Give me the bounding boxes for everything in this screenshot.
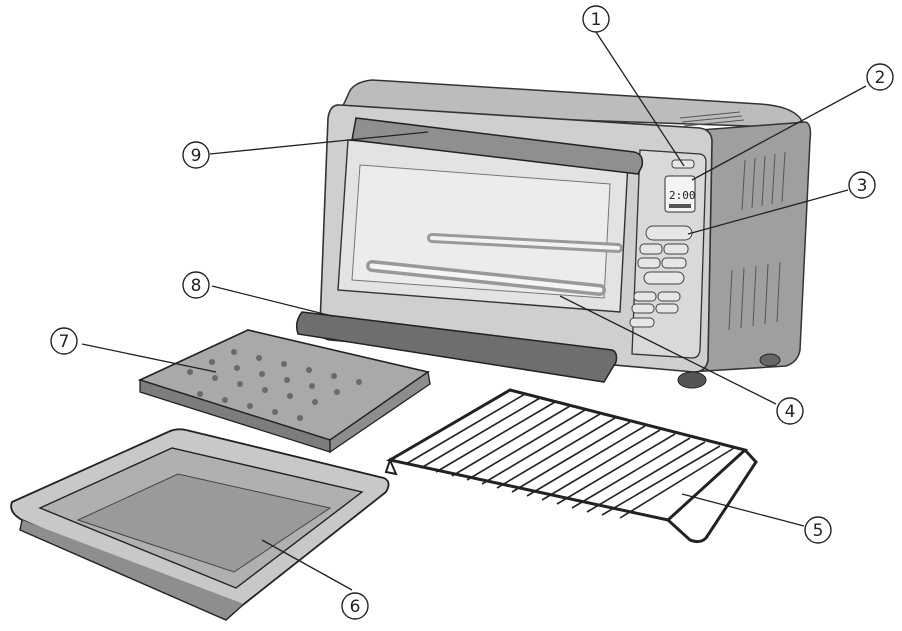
- callout-7: 7: [50, 327, 78, 355]
- svg-text:5: 5: [813, 521, 824, 541]
- svg-text:6: 6: [350, 597, 361, 617]
- control-buttons: [629, 159, 695, 328]
- leader-line-3: [687, 189, 849, 235]
- callout-1: 1: [582, 5, 610, 33]
- crumb-tray: [295, 311, 618, 383]
- leader-lines: [81, 31, 867, 591]
- svg-text:8: 8: [191, 276, 202, 296]
- oven-foot-right: [677, 371, 707, 389]
- callout-9: 9: [182, 141, 210, 169]
- svg-text:3: 3: [857, 176, 868, 196]
- svg-text:1: 1: [591, 10, 602, 30]
- svg-text:7: 7: [59, 332, 70, 352]
- callout-8: 8: [182, 271, 210, 299]
- side-vents: [728, 151, 786, 331]
- leader-line-9: [209, 131, 429, 155]
- baking-pan: [10, 428, 390, 621]
- display-time: 2:00: [669, 189, 696, 202]
- svg-text:4: 4: [785, 402, 796, 422]
- wire-rack: [384, 388, 758, 544]
- top-vent: [679, 111, 745, 127]
- leader-line-1: [595, 31, 685, 167]
- leader-line-5: [681, 493, 805, 527]
- broil-rack: [137, 329, 431, 454]
- leader-line-6: [261, 539, 353, 591]
- leader-line-7: [81, 343, 217, 373]
- oven-right-side: [689, 121, 812, 373]
- callout-5: 5: [804, 516, 832, 544]
- leader-line-4: [559, 295, 777, 405]
- leader-line-2: [691, 85, 867, 181]
- svg-text:9: 9: [191, 146, 202, 166]
- callout-4: 4: [776, 397, 804, 425]
- callout-6: 6: [341, 592, 369, 620]
- leader-line-8: [211, 285, 333, 317]
- heating-elements: [366, 233, 623, 296]
- lcd-display: 2:00: [664, 175, 696, 213]
- callout-2: 2: [866, 63, 894, 91]
- svg-text:2: 2: [875, 68, 886, 88]
- oven-foot-back: [759, 353, 781, 367]
- callout-3: 3: [848, 171, 876, 199]
